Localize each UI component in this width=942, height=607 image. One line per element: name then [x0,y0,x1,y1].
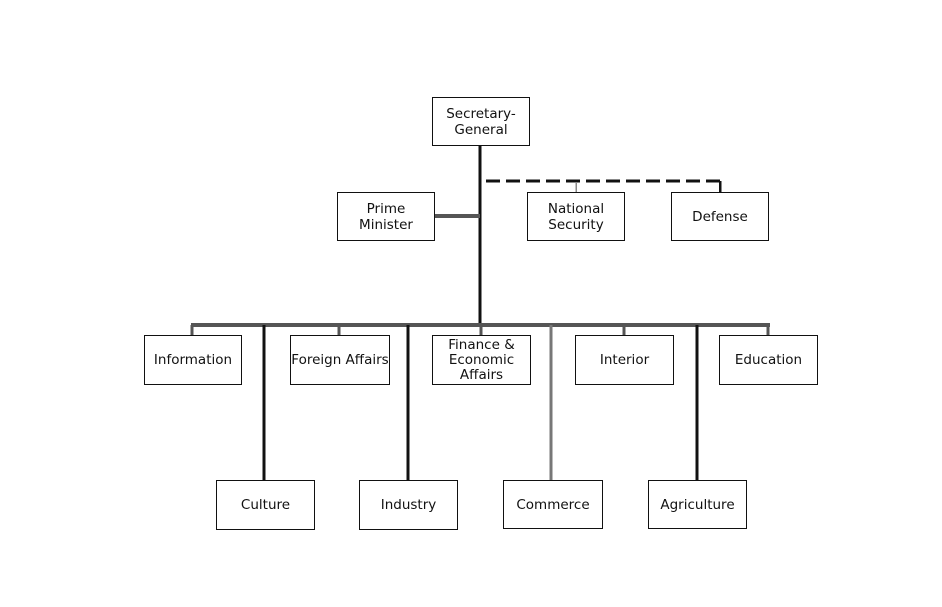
culture-box: Culture [216,480,315,530]
education-box: Education [719,335,818,385]
secretary-general-box: Secretary- General [432,97,530,146]
information-box: Information [144,335,242,385]
industry-label: Industry [380,497,437,513]
information-label: Information [153,352,233,368]
interior-label: Interior [599,352,650,368]
foreign-affairs-box: Foreign Affairs [290,335,390,385]
defense-box: Defense [671,192,769,241]
commerce-box: Commerce [503,480,603,529]
secretary-general-label: Secretary- General [446,105,516,138]
finance-economic-affairs-label: Finance & Economic Affairs [448,336,515,383]
culture-label: Culture [240,497,291,513]
interior-box: Interior [575,335,674,385]
national-security-label: National Security [547,200,605,233]
finance-economic-affairs-box: Finance & Economic Affairs [432,335,531,385]
agriculture-label: Agriculture [660,496,735,513]
foreign-affairs-label: Foreign Affairs [291,352,389,368]
prime-minister-label: Prime Minister [359,200,413,233]
education-label: Education [734,352,803,368]
agriculture-box: Agriculture [648,480,747,529]
commerce-label: Commerce [516,496,590,513]
national-security-box: National Security [527,192,625,241]
prime-minister-box: Prime Minister [337,192,435,241]
defense-label: Defense [692,208,748,225]
industry-box: Industry [359,480,458,530]
